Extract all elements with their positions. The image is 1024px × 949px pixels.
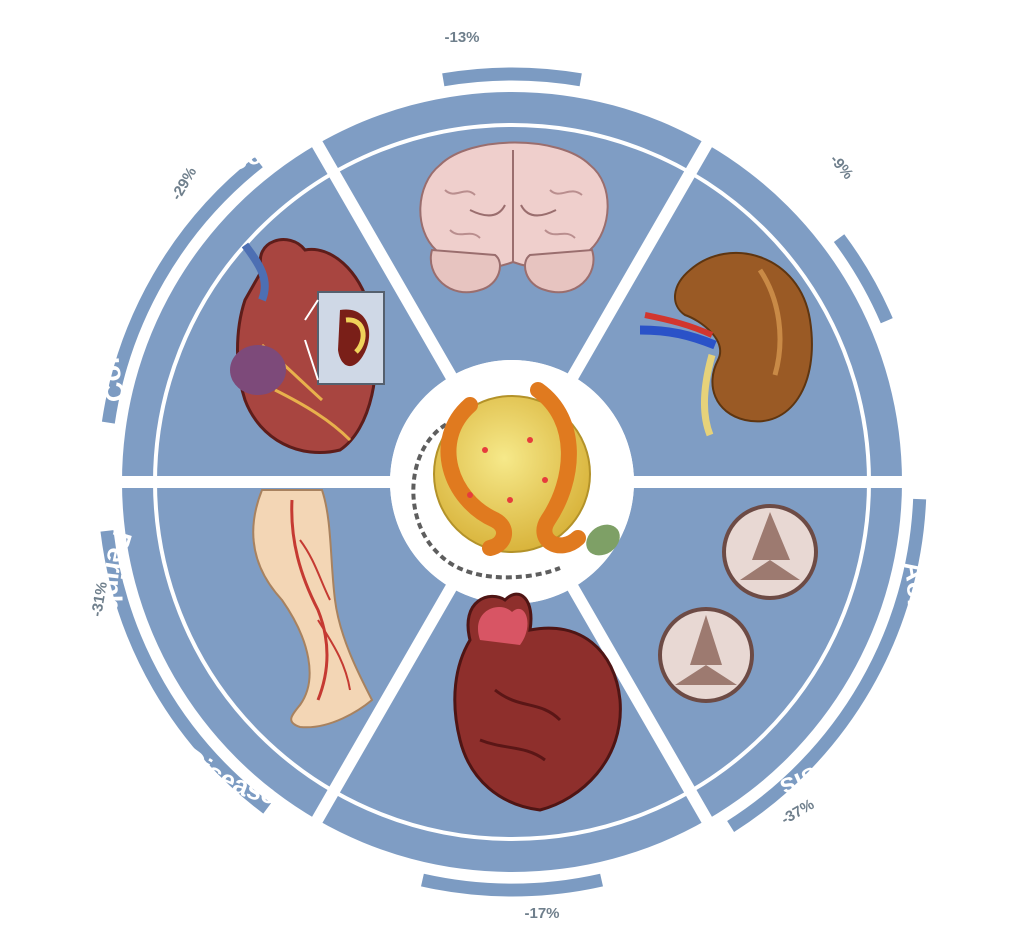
segment-label-stroke: Stroke [467,31,559,66]
percent-chronic-kidney-disease: -9% [826,151,856,182]
kidney-icon [639,252,813,437]
lipoprotein-a-particle-icon [411,382,620,580]
percent-stroke: -13% [444,29,479,46]
inner-ring-line [153,123,871,841]
percent-bar-aortic-valve-stenosis [727,498,927,832]
percent-bar-heart-failure [421,873,603,897]
segment-label-heart-failure: Heart Failure [430,910,595,944]
leg-artery-icon [252,489,374,729]
percent-peripheral-vascular-disease: -31% [88,580,111,617]
percent-bar-chronic-kidney-disease [833,234,893,324]
percent-bars-group [100,67,927,897]
percent-aortic-valve-stenosis: -37% [778,796,817,828]
percent-bar-stroke [442,67,582,87]
percent-bar-coronary-heart-disease [101,157,263,424]
percent-bar-peripheral-vascular-disease [100,530,272,814]
coronary-heart-icon [230,238,385,455]
segment-peripheral-vascular-disease [122,482,451,820]
heart-failure-icon [453,592,622,812]
brain-icon [419,141,609,294]
aortic-valve-icon [658,504,818,703]
percent-heart-failure: -17% [524,905,559,922]
